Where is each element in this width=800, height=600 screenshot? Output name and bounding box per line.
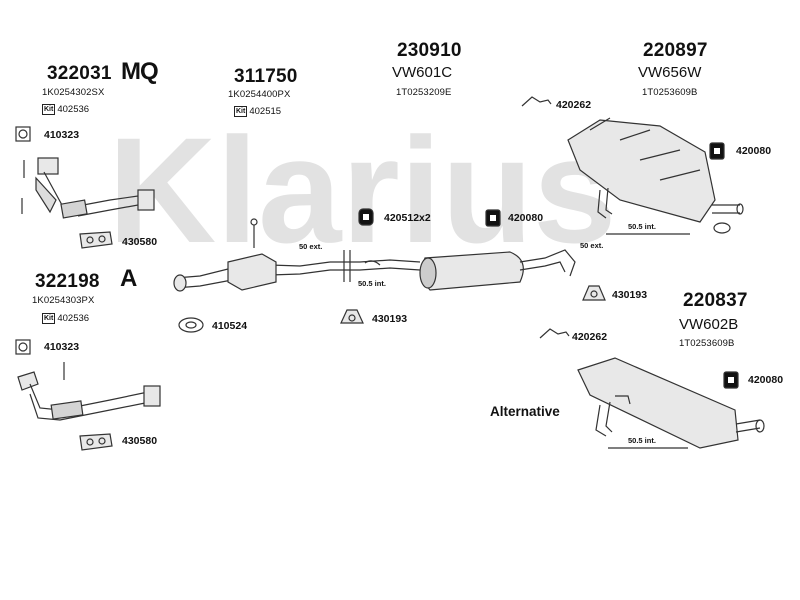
middle-silencer-230910 xyxy=(330,249,576,291)
catalyst-pipe-311750 xyxy=(173,218,331,292)
part-number-220837: 220837 xyxy=(683,290,748,311)
label-420512: 420512x2 xyxy=(384,212,431,224)
oem-1K0254400PX: 1K0254400PX xyxy=(228,89,291,100)
label-430580-a: 430580 xyxy=(122,236,158,248)
oem-1K0254302SX: 1K0254302SX xyxy=(42,87,105,98)
label-420262-b: 420262 xyxy=(572,331,608,343)
int-label-50-5-b: 50.5 int. xyxy=(628,222,656,231)
front-pipe-322198 xyxy=(17,362,161,421)
rubber-420080-a-icon xyxy=(485,209,501,227)
int-label-50-5-c: 50.5 int. xyxy=(628,436,656,445)
oem-1K0254303PX: 1K0254303PX xyxy=(32,295,95,306)
kit-402515: Kit 402515 xyxy=(234,106,281,117)
gasket-430580-a-icon xyxy=(79,231,113,249)
int-label-50-5-a: 50.5 int. xyxy=(358,279,386,288)
label-420262-a: 420262 xyxy=(556,99,592,111)
alternative-label: Alternative xyxy=(490,404,560,419)
part-number-220897: 220897 xyxy=(643,40,708,61)
kit-code: 402536 xyxy=(57,104,90,115)
code-VW601C: VW601C xyxy=(392,64,453,81)
label-410524: 410524 xyxy=(212,320,248,332)
rear-silencer-220897 xyxy=(567,117,744,235)
label-420080-b: 420080 xyxy=(736,145,772,157)
label-430193-a: 430193 xyxy=(372,313,408,325)
oem-1T0253209E: 1T0253209E xyxy=(396,87,452,98)
gasket-430580-b-icon xyxy=(79,433,113,451)
mq-logo-icon: MQ xyxy=(121,58,159,85)
clamp-420512-icon xyxy=(358,208,374,226)
hanger-420262-a-icon xyxy=(521,96,552,107)
kit-icon: Kit xyxy=(42,104,56,115)
kit-icon: Kit xyxy=(234,106,248,117)
kit-code: 402536 xyxy=(57,313,90,324)
oem-1T0253609B-a: 1T0253609B xyxy=(642,87,698,98)
part-number-322198: 322198 xyxy=(35,271,100,292)
label-410323-b: 410323 xyxy=(44,341,80,353)
ring-410524-icon xyxy=(178,317,204,333)
rear-silencer-220837 xyxy=(577,357,765,449)
kit-402536-b: Kit 402536 xyxy=(42,313,89,324)
a-logo-icon: A xyxy=(120,265,138,292)
kit-code: 402515 xyxy=(249,106,282,117)
label-430580-b: 430580 xyxy=(122,435,158,447)
label-430193-b: 430193 xyxy=(612,289,648,301)
part-number-311750: 311750 xyxy=(234,66,298,87)
code-VW656W: VW656W xyxy=(638,64,702,81)
gasket-410323-a-icon xyxy=(15,126,31,142)
bracket-430193-b-icon xyxy=(582,285,606,301)
kit-icon: Kit xyxy=(42,313,56,324)
rubber-420080-c-icon xyxy=(723,371,739,389)
bracket-430193-a-icon xyxy=(340,309,364,324)
ext-label-50-b: 50 ext. xyxy=(580,241,604,250)
hanger-420262-b-icon xyxy=(539,328,570,339)
ext-label-50-a: 50 ext. xyxy=(299,242,323,251)
label-420080-c: 420080 xyxy=(748,374,784,386)
watermark-text: Klarius xyxy=(108,106,617,274)
kit-402536-a: Kit 402536 xyxy=(42,104,89,115)
code-VW602B: VW602B xyxy=(679,316,739,333)
rubber-420080-b-icon xyxy=(709,142,725,160)
oem-1T0253609B-b: 1T0253609B xyxy=(679,338,735,349)
part-number-322031: 322031 xyxy=(47,63,112,84)
gasket-410323-b-icon xyxy=(15,339,31,355)
label-410323-a: 410323 xyxy=(44,129,80,141)
front-pipe-322031 xyxy=(21,157,155,219)
part-number-230910: 230910 xyxy=(397,40,462,61)
label-420080-a: 420080 xyxy=(508,212,544,224)
